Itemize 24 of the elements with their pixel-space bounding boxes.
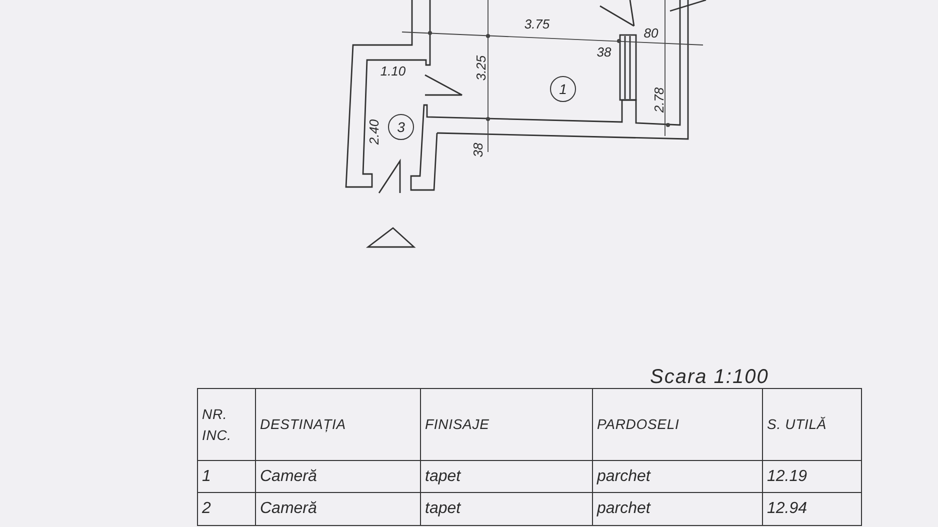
dimension-text: 38 xyxy=(472,142,484,158)
dimension-text: 3.75 xyxy=(524,18,550,30)
table-cell-text: tapet xyxy=(425,499,461,519)
table-cell-text: Cameră xyxy=(260,466,317,486)
table-cell-text: 12.19 xyxy=(767,466,808,486)
scale-note: Scara 1:100 xyxy=(650,365,769,390)
dimension-text: 80 xyxy=(644,26,658,40)
column-header: PARDOSELI xyxy=(597,415,680,434)
column-header: FINISAJE xyxy=(425,415,490,434)
table-cell-text: 2 xyxy=(202,499,211,519)
dimension-text: 2.78 xyxy=(652,87,666,113)
column-header: S. UTILĂ xyxy=(767,415,827,434)
table-cell-text: 1 xyxy=(202,466,211,486)
column-header: DESTINAȚIA xyxy=(260,415,346,434)
table-cell-text: tapet xyxy=(425,466,461,486)
dimension-text: 38 xyxy=(596,46,612,58)
table-cell-text: parchet xyxy=(597,466,650,486)
dimension-text: 3.25 xyxy=(474,55,488,81)
column-header: NR. INC. xyxy=(202,404,232,444)
table-cell-text: parchet xyxy=(597,499,650,519)
table-cell-text: 12.94 xyxy=(767,499,808,519)
dimension-text: 1.10 xyxy=(380,64,406,78)
table-cell-text: Cameră xyxy=(260,499,317,519)
dimension-text: 2.40 xyxy=(368,119,380,145)
